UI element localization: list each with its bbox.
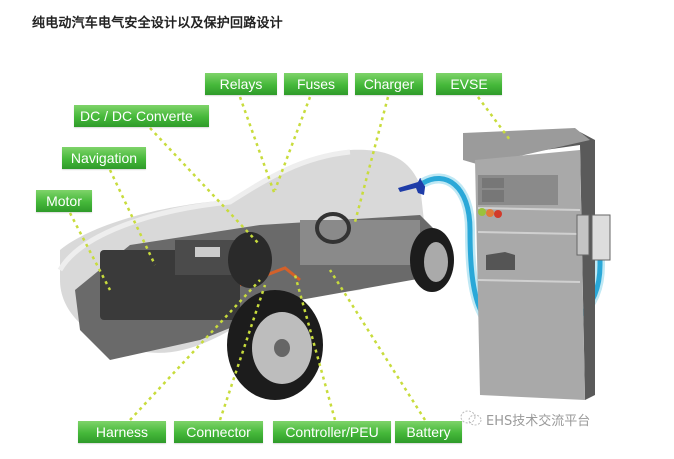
evse-charging-station [463, 128, 611, 400]
label-navigation: Navigation [62, 147, 146, 169]
label-evse: EVSE [436, 73, 502, 95]
label-dcdc-converter: DC / DC Converte [74, 105, 209, 127]
front-wheel [227, 290, 323, 400]
page-title: 纯电动汽车电气安全设计以及保护回路设计 [32, 16, 283, 31]
label-relays: Relays [205, 73, 277, 95]
label-motor: Motor [36, 190, 92, 212]
wechat-icon [460, 410, 482, 426]
label-charger: Charger [355, 73, 423, 95]
label-harness: Harness [78, 421, 166, 443]
label-battery: Battery [395, 421, 462, 443]
label-controller-peu: Controller/PEU [273, 421, 391, 443]
label-fuses: Fuses [284, 73, 348, 95]
rear-wheel [410, 228, 454, 292]
label-connector: Connector [174, 421, 263, 443]
watermark-text: EHS技术交流平台 [486, 414, 591, 429]
charge-plug [398, 178, 426, 195]
leader-lines [68, 96, 512, 421]
